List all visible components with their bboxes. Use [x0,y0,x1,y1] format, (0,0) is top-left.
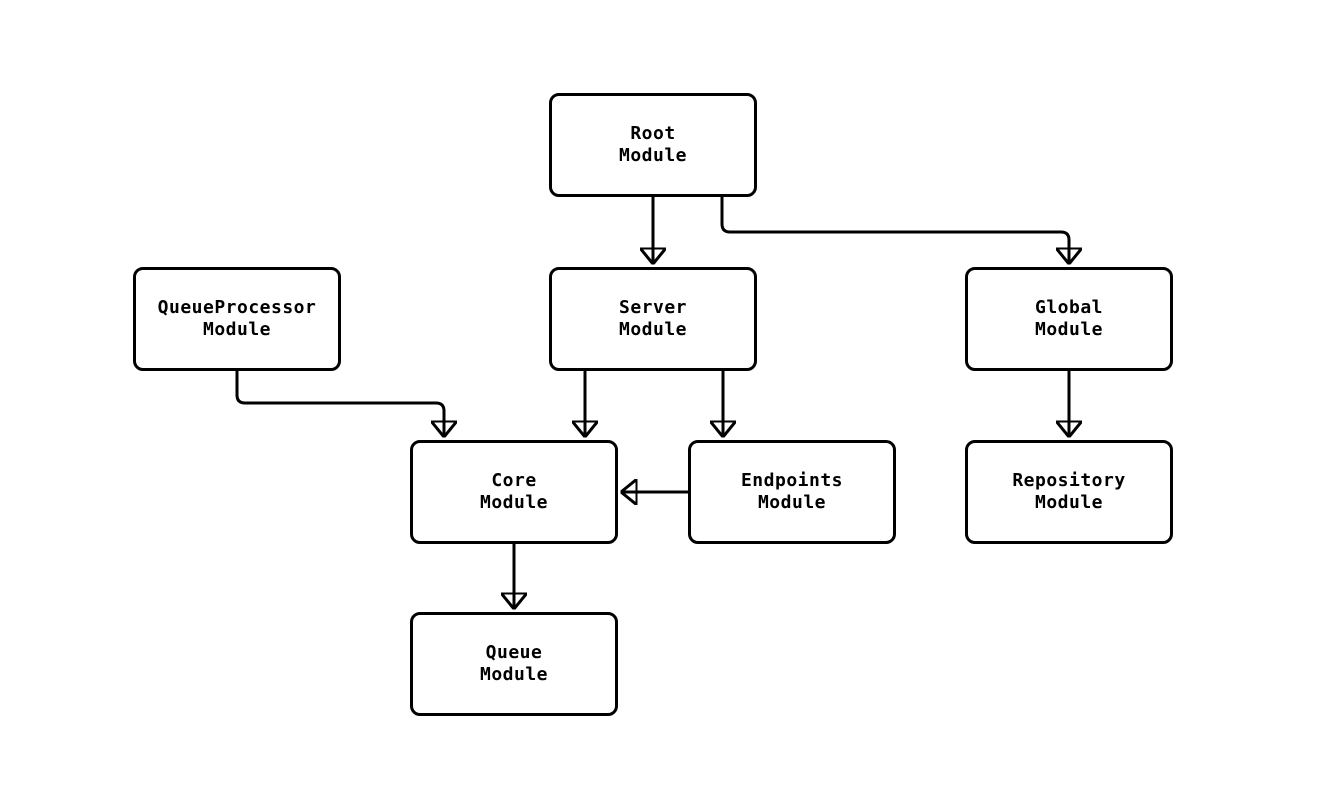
node-queue-module-label: Queue Module [479,642,549,685]
edge-root-to-global [720,197,1069,263]
node-repository-module: Repository Module [965,440,1173,544]
node-endpoints-module: Endpoints Module [688,440,896,544]
node-queueprocessor-module-label: QueueProcessor Module [157,297,317,340]
node-core-module: Core Module [410,440,618,544]
edge-queueprocessor-to-core [235,371,444,436]
node-endpoints-module-label: Endpoints Module [740,470,844,513]
node-queueprocessor-module: QueueProcessor Module [133,267,341,371]
node-repository-module-label: Repository Module [1012,470,1126,513]
node-server-module: Server Module [549,267,757,371]
node-root-module-label: Root Module [618,123,688,166]
node-global-module: Global Module [965,267,1173,371]
node-server-module-label: Server Module [618,297,688,340]
node-queue-module: Queue Module [410,612,618,716]
node-core-module-label: Core Module [479,470,549,513]
node-root-module: Root Module [549,93,757,197]
node-global-module-label: Global Module [1034,297,1104,340]
